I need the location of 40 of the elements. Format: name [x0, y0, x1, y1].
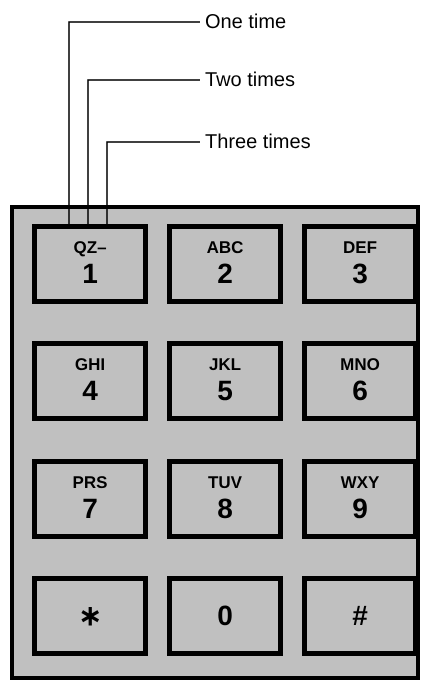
- keypad-key: [32, 459, 148, 539]
- key-digit: 3: [352, 258, 368, 290]
- key-digit: 7: [82, 493, 98, 525]
- keypad-key: [302, 224, 418, 304]
- key-digit: ∗: [78, 600, 102, 632]
- keypad-key: [32, 341, 148, 421]
- keypad-key: [302, 341, 418, 421]
- keypad-panel: [10, 205, 420, 680]
- callout-label: Three times: [205, 130, 311, 154]
- key-digit: 2: [217, 258, 233, 290]
- keypad-key: [302, 576, 418, 656]
- key-letters: JKL: [208, 355, 242, 375]
- key-digit: 8: [217, 493, 233, 525]
- leader-line: [106, 141, 200, 224]
- keypad-key: [32, 576, 148, 656]
- key-digit: 5: [217, 375, 233, 407]
- key-letters: ABC: [206, 238, 244, 258]
- keypad-key: [167, 576, 283, 656]
- keypad-key: [167, 224, 283, 304]
- key-letters: WXY: [340, 473, 380, 493]
- key-digit: 1: [82, 258, 98, 290]
- leader-line: [87, 79, 200, 224]
- key-digit: 6: [352, 375, 368, 407]
- key-letters: PRS: [72, 473, 108, 493]
- keypad-key: [32, 224, 148, 304]
- key-letters: MNO: [340, 355, 380, 375]
- key-digit: 4: [82, 375, 98, 407]
- key-letters: TUV: [208, 473, 242, 493]
- key-letters: DEF: [343, 238, 377, 258]
- keypad-key: [167, 459, 283, 539]
- key-letters: GHI: [74, 355, 106, 375]
- keypad-key: [302, 459, 418, 539]
- key-digit: 0: [217, 600, 233, 632]
- keypad-key: [167, 341, 283, 421]
- leader-line: [68, 21, 200, 224]
- callout-label: One time: [205, 10, 286, 34]
- callout-label: Two times: [205, 68, 296, 92]
- key-letters: QZ–: [73, 238, 107, 258]
- key-digit: 9: [352, 493, 368, 525]
- key-digit: #: [352, 600, 368, 632]
